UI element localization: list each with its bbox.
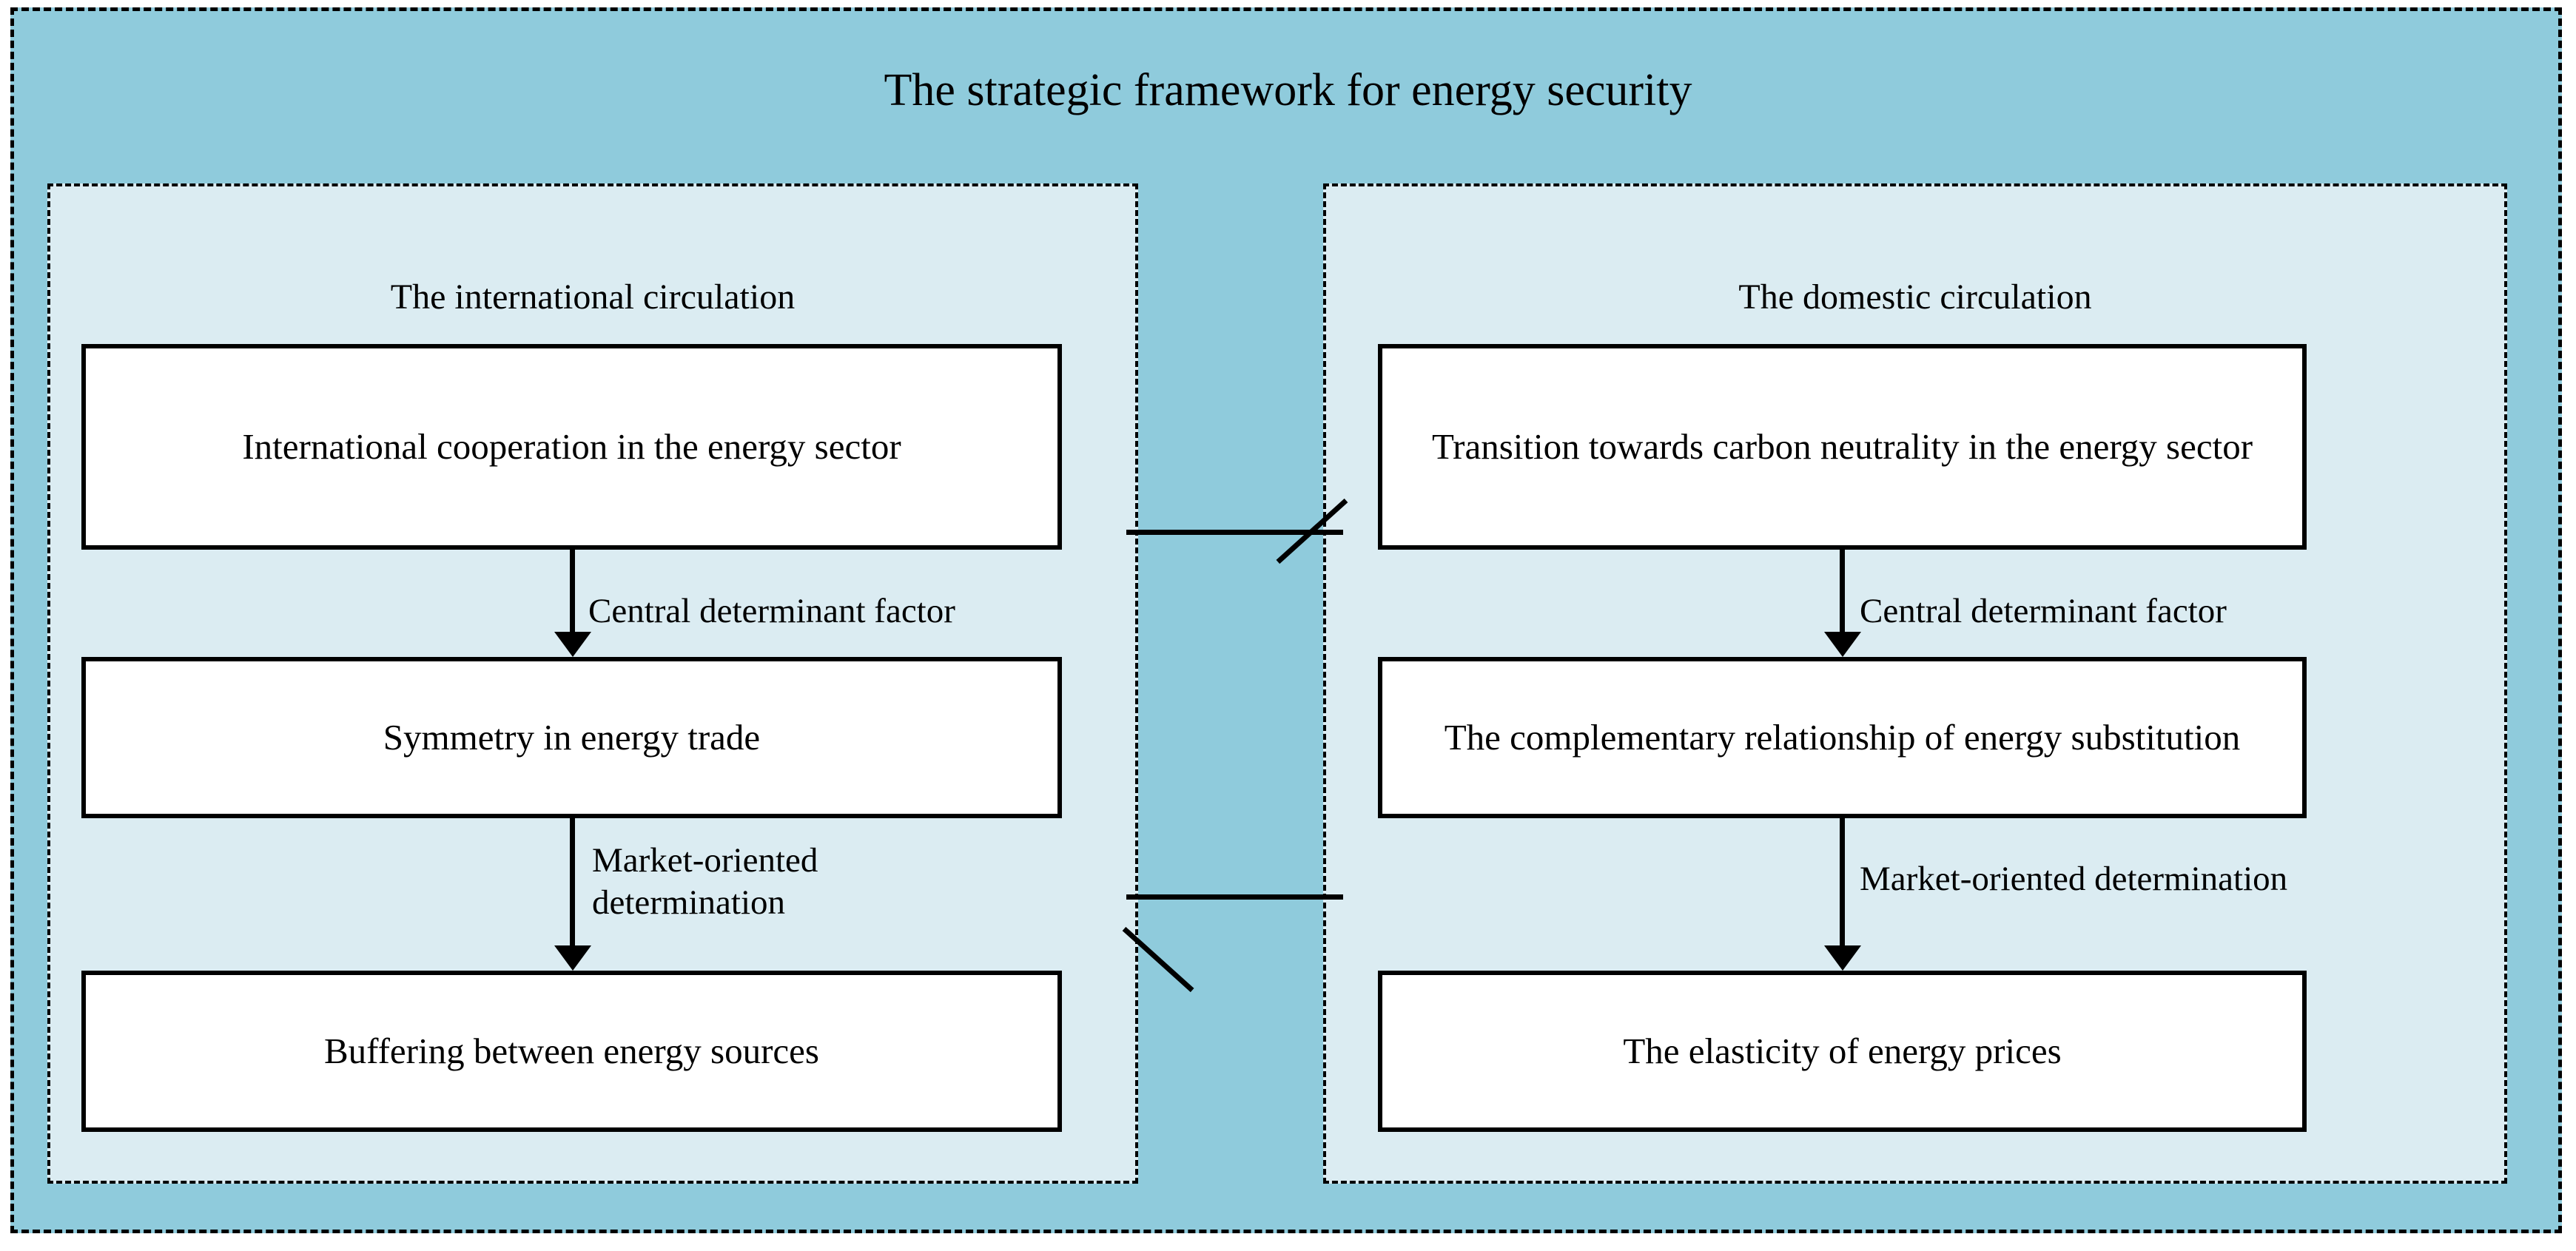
- arrow-down-right-1: [1840, 550, 1845, 635]
- arrow-down-left-1: [570, 550, 575, 635]
- node-symmetry-in-energy-trade: Symmetry in energy trade: [81, 657, 1062, 818]
- edge-label-right-central-determinant-factor: Central determinant factor: [1860, 592, 2227, 630]
- figure-title: The strategic framework for energy secur…: [884, 65, 1692, 115]
- node-transition-carbon-neutrality: Transition towards carbon neutrality in …: [1378, 344, 2307, 550]
- arrow-down-left-2: [570, 818, 575, 948]
- edge-label-left-central-determinant-factor: Central determinant factor: [588, 592, 955, 630]
- node-buffering-between-energy-sources: Buffering between energy sources: [81, 971, 1062, 1132]
- panel-title-international-circulation: The international circulation: [390, 277, 796, 317]
- arrow-down-right-2: [1840, 818, 1845, 948]
- edge-label-left-market-oriented-determination: Market-oriented determination: [592, 841, 818, 923]
- node-elasticity-of-energy-prices: The elasticity of energy prices: [1378, 971, 2307, 1132]
- connector-left-to-right: [1126, 498, 1348, 564]
- node-complementary-relationship-energy-substitution: The complementary relationship of energy…: [1378, 657, 2307, 818]
- panel-title-domestic-circulation: The domestic circulation: [1738, 277, 2092, 317]
- connector-right-to-left: [1122, 894, 1343, 993]
- node-international-cooperation: International cooperation in the energy …: [81, 344, 1062, 550]
- edge-label-right-market-oriented-determination: Market-oriented determination: [1860, 860, 2288, 898]
